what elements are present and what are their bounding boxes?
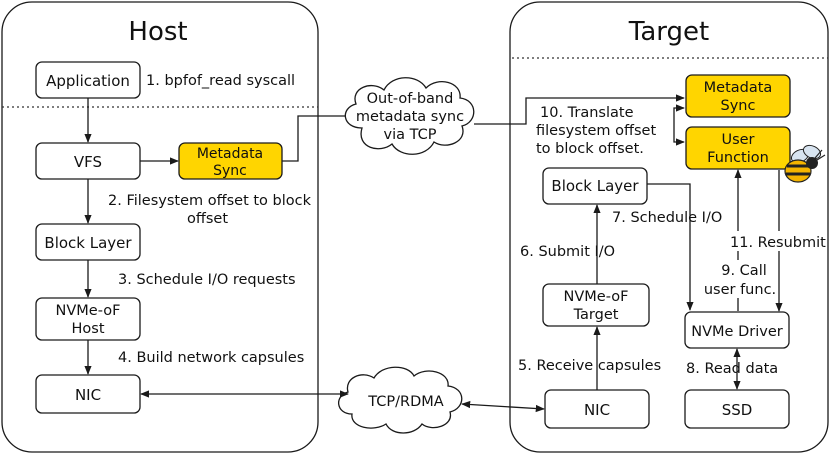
host-metadata-sync-line2: Sync <box>213 163 247 179</box>
target-nic-label: NIC <box>584 401 610 419</box>
ssd-box <box>684 389 790 429</box>
host-block-layer-label: Block Layer <box>44 234 132 252</box>
nvmeof-host-line1: NVMe-oF <box>56 303 121 319</box>
host-title: Host <box>128 17 187 47</box>
user-function-box <box>685 126 791 170</box>
nvmeof-target-box <box>542 283 650 327</box>
target-panel <box>509 1 829 453</box>
host-metadata-sync-line1: Metadata <box>197 146 263 162</box>
nvme-driver-label: NVMe Driver <box>691 324 782 340</box>
step-11-label: 11. Resubmit <box>730 235 826 251</box>
step-9-line1: 9. Call <box>721 263 767 279</box>
step-10-line3: to block offset. <box>536 141 644 157</box>
step-4-label: 4. Build network capsules <box>118 350 304 366</box>
host-nic-label: NIC <box>75 386 101 404</box>
bee-icon <box>784 144 826 183</box>
vfs-label: VFS <box>74 153 102 171</box>
arrow-cloud-to-target-nic <box>461 400 545 413</box>
arrow-host-metadata-to-cloud <box>282 115 346 162</box>
ssd-label: SSD <box>722 401 753 419</box>
application-label: Application <box>46 72 130 90</box>
step-7-label: 7. Schedule I/O <box>612 210 722 226</box>
nvmeof-target-line2: Target <box>573 307 619 323</box>
step-6-label: 6. Submit I/O <box>520 244 615 260</box>
step-2-line2: offset <box>187 211 228 227</box>
nvmeof-target-line1: NVMe-oF <box>564 289 629 305</box>
oob-cloud-line1: Out-of-band <box>367 91 454 107</box>
target-metadata-sync-box <box>685 74 791 118</box>
step-11-backing <box>729 231 821 251</box>
step-1-label: 1. bpfof_read syscall <box>146 73 295 89</box>
oob-cloud-line3: via TCP <box>384 127 437 143</box>
step-10-line1: 10. Translate <box>540 105 634 121</box>
host-nic-box <box>35 374 141 414</box>
arrow-step10-to-user-function <box>673 104 685 146</box>
step-9-backing <box>716 260 776 298</box>
step-8-label: 8. Read data <box>686 361 778 377</box>
nvmeof-host-line2: Host <box>71 321 104 337</box>
target-metadata-sync-line1: Metadata <box>704 80 773 96</box>
user-function-line2: Function <box>707 150 769 166</box>
target-metadata-sync-line2: Sync <box>721 98 756 114</box>
tcp-rdma-cloud <box>338 366 463 434</box>
target-block-layer-box <box>542 167 648 205</box>
nvme-driver-box <box>684 311 790 349</box>
oob-cloud <box>344 77 475 155</box>
step-5-label: 5. Receive capsules <box>518 358 661 374</box>
tcp-rdma-label: TCP/RDMA <box>367 394 444 410</box>
step-9-line2: user func. <box>704 282 776 298</box>
step-3-label: 3. Schedule I/O requests <box>118 272 296 288</box>
oob-cloud-line2: metadata sync <box>356 109 464 125</box>
arrow-cloud-to-target-metadata <box>474 94 685 125</box>
target-block-layer-label: Block Layer <box>551 177 639 195</box>
user-function-line1: User <box>721 132 754 148</box>
step-2-line1: 2. Filesystem offset to block <box>108 193 312 209</box>
arrow-block-to-nvme-driver <box>647 183 694 311</box>
step-10-line2: filesystem offset <box>536 123 656 139</box>
target-title: Target <box>628 17 709 47</box>
